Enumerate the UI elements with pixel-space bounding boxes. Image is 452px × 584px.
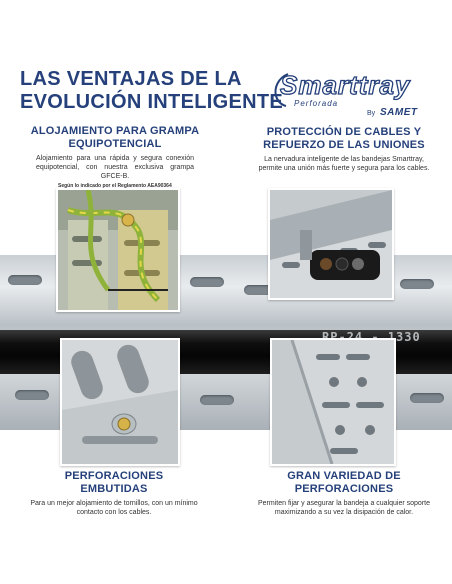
feature-perforation-variety: GRAN VARIEDAD DE PERFORACIONES Permiten … — [244, 470, 444, 517]
embossed-perforations-illustration — [62, 340, 178, 464]
feature-description: Para un mejor alojamiento de tornillos, … — [30, 500, 198, 516]
tray-perforation — [400, 279, 434, 289]
photo-grounding-clamp — [56, 188, 180, 312]
photo-tray-joint — [268, 188, 394, 300]
logo-subtitle: Perforada — [294, 99, 339, 108]
title-line-2: EVOLUCIÓN INTELIGENTE — [20, 91, 283, 113]
logo-by: By — [367, 110, 376, 117]
tray-perforation — [190, 277, 224, 287]
perforation-variety-illustration — [272, 340, 394, 464]
photo-embossed-perforations — [60, 338, 180, 466]
feature-description: Permiten fijar y asegurar la bandeja a c… — [258, 500, 430, 516]
feature-title: PROTECCIÓN DE CABLES Y REFUERZO DE LAS U… — [256, 126, 432, 152]
tray-perforation — [8, 275, 42, 285]
logo-brand: SAMET — [380, 107, 418, 118]
title-line-1: LAS VENTAJAS DE LA — [20, 68, 242, 90]
feature-description: Alojamiento para una rápida y segura con… — [36, 155, 194, 180]
feature-title-line-2: REFUERZO DE LAS UNIONES — [263, 139, 425, 151]
smarttray-logo: Smarttray Perforada By SAMET — [272, 69, 440, 124]
photo-perforation-variety — [270, 338, 396, 466]
logo-name: Smarttray — [279, 69, 411, 100]
grounding-clamp-illustration — [58, 190, 178, 310]
tray-perforation — [410, 393, 444, 403]
feature-embossed-perforations: PERFORACIONES EMBUTIDAS Para un mejor al… — [30, 470, 198, 517]
feature-title-line-2: EQUIPOTENCIAL — [68, 138, 162, 150]
feature-title: GRAN VARIEDAD DE PERFORACIONES — [287, 470, 401, 495]
feature-title-line-1: ALOJAMIENTO PARA GRAMPA — [30, 125, 200, 137]
feature-title: ALOJAMIENTO PARA GRAMPA EQUIPOTENCIAL — [30, 125, 200, 151]
feature-title-line-1: PROTECCIÓN DE CABLES Y — [266, 126, 422, 138]
tray-perforation — [15, 390, 49, 400]
regulation-note: Según lo indicado por el Reglamento AEA9… — [58, 183, 172, 189]
feature-description: La nervadura inteligente de las bandejas… — [258, 156, 430, 172]
tray-joint-illustration — [270, 190, 392, 298]
feature-title: PERFORACIONES EMBUTIDAS — [64, 470, 164, 495]
tray-perforation — [244, 285, 278, 295]
swoosh-icon — [274, 73, 289, 107]
feature-cable-protection: PROTECCIÓN DE CABLES Y REFUERZO DE LAS U… — [256, 126, 432, 173]
tray-perforation — [200, 395, 234, 405]
feature-grounding-clamp: ALOJAMIENTO PARA GRAMPA EQUIPOTENCIAL Al… — [30, 125, 200, 181]
page-title: LAS VENTAJAS DE LA EVOLUCIÓN INTELIGENTE — [20, 68, 283, 114]
